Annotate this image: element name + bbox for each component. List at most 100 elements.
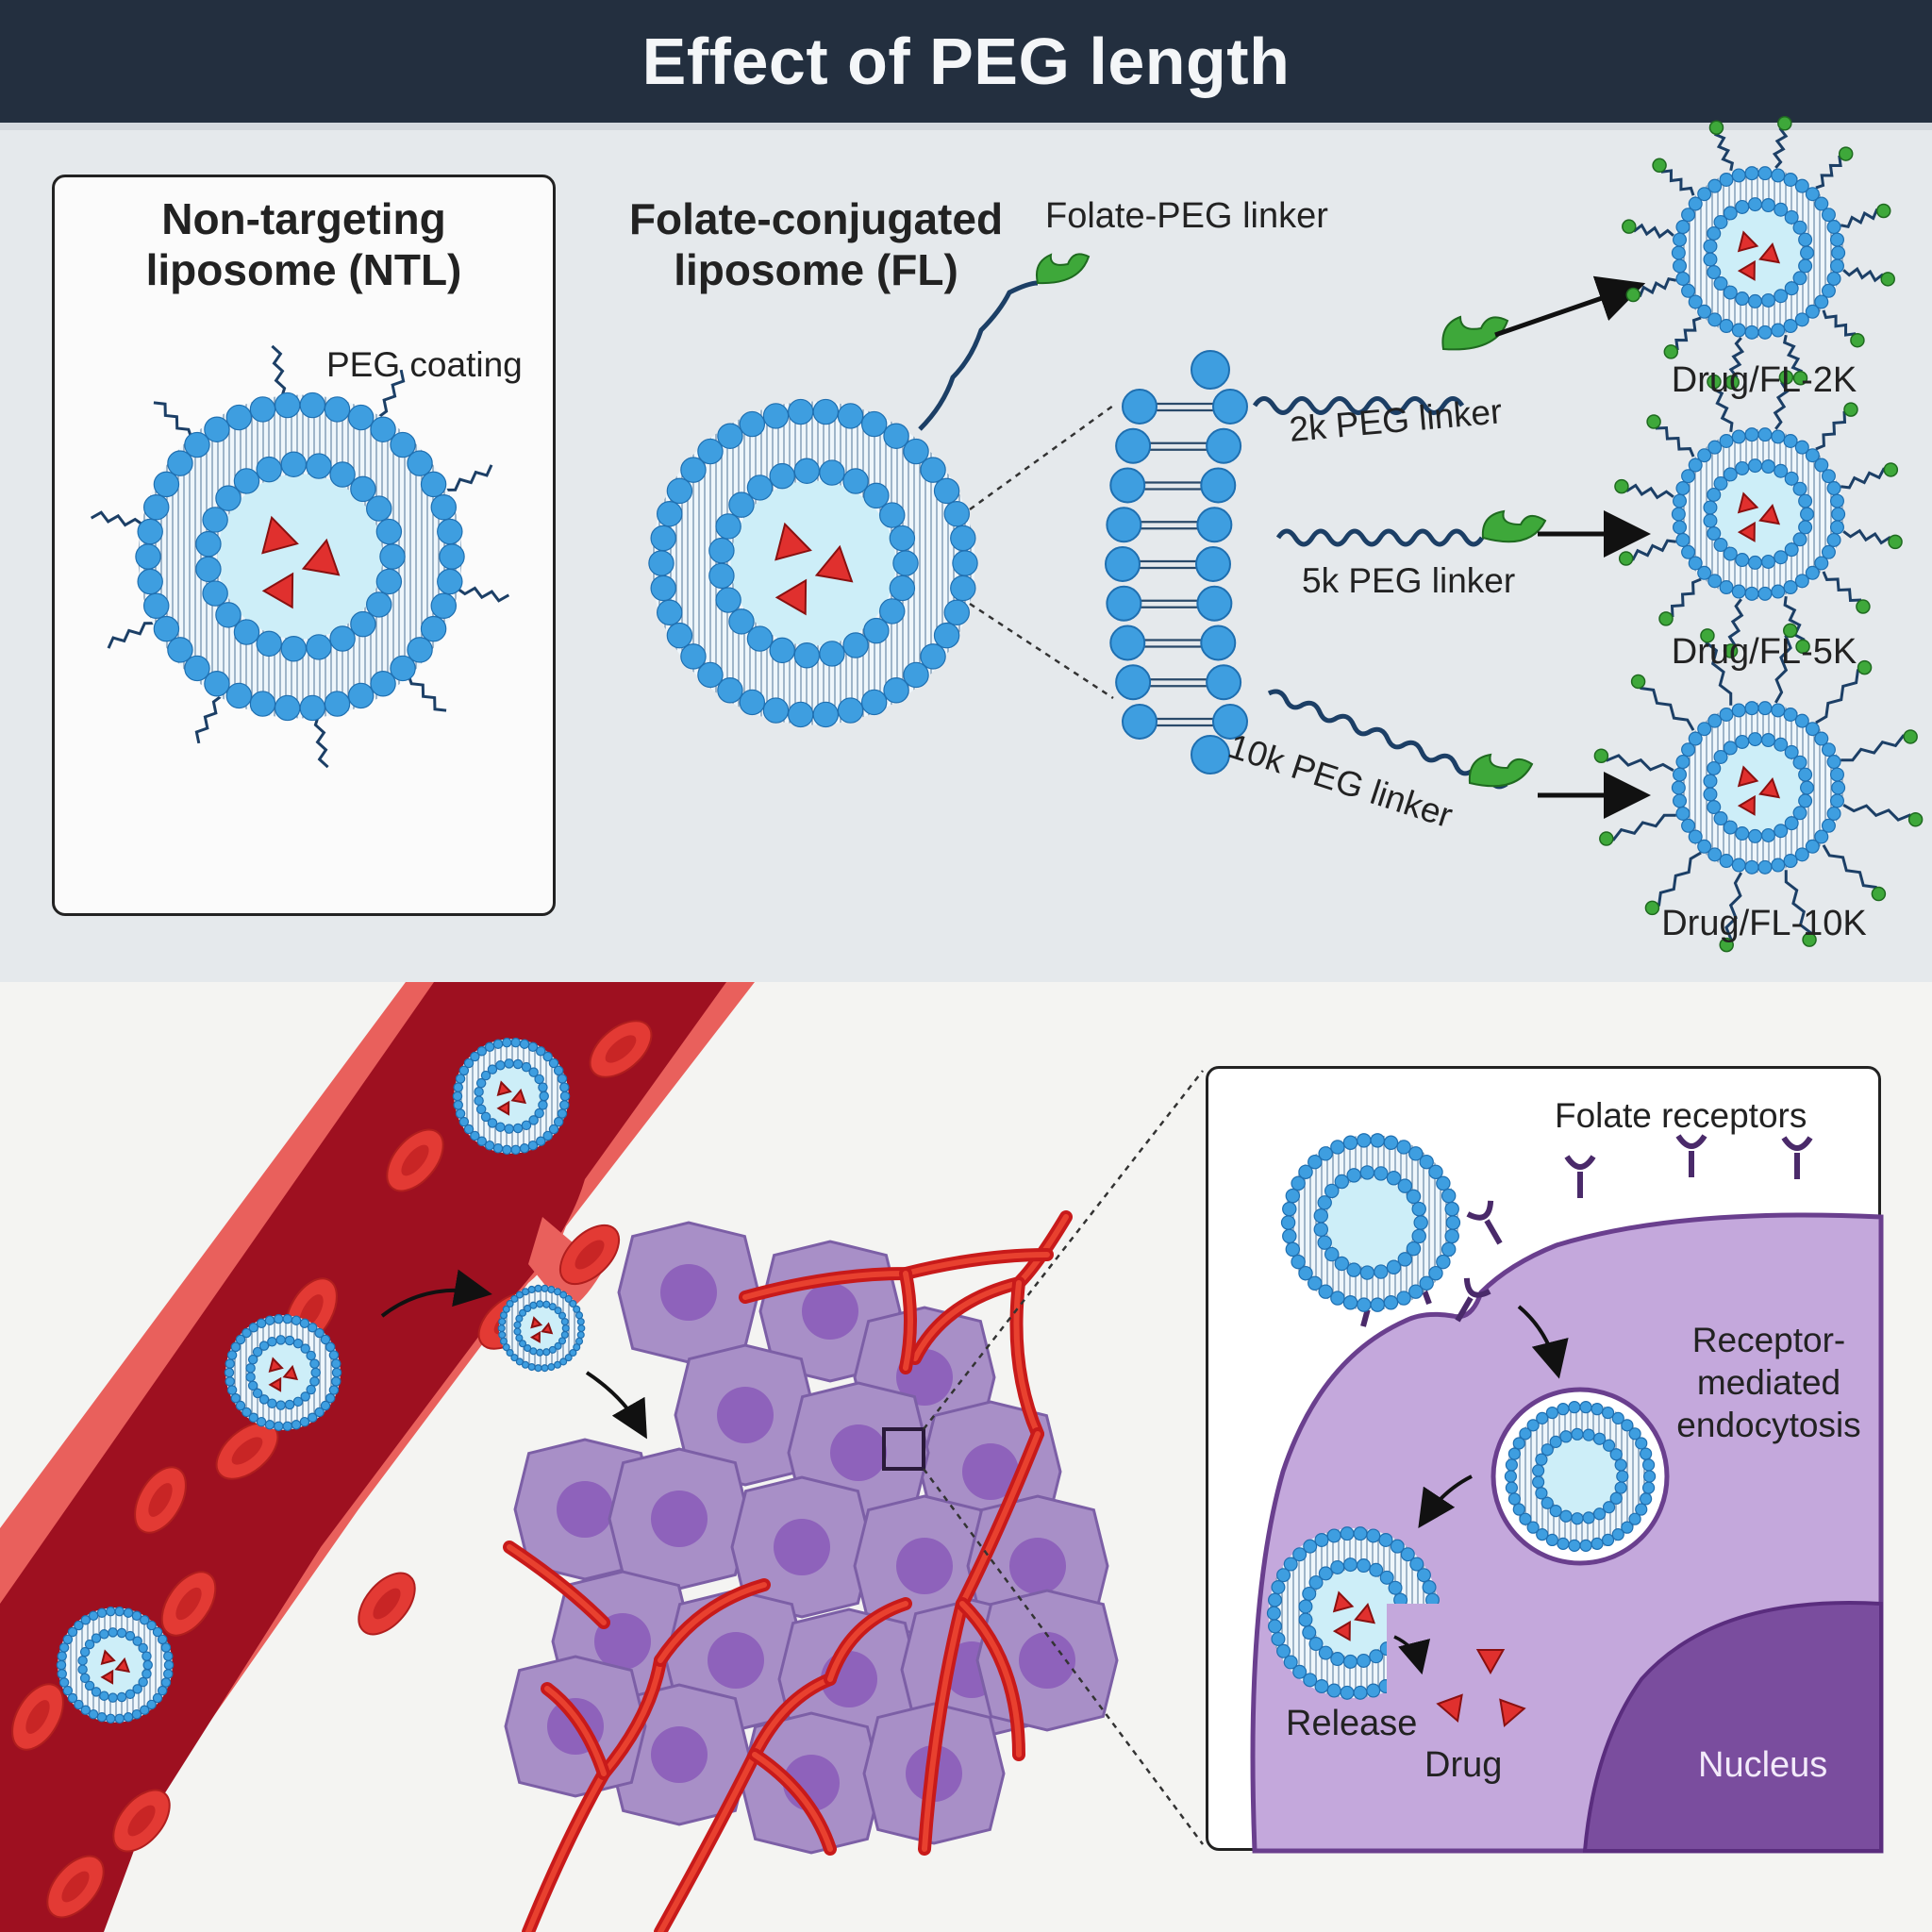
folate-ligand	[1856, 599, 1871, 614]
lipid-head	[889, 575, 916, 602]
lipid-head	[506, 1348, 514, 1357]
lipid-head	[1635, 1503, 1648, 1516]
lipid-head	[920, 643, 946, 670]
lipid-head	[1826, 806, 1841, 821]
lipid-head	[1774, 289, 1789, 304]
tumor-cell-nucleus	[1009, 1538, 1066, 1594]
lipid-head	[708, 562, 735, 590]
drug-triangle	[301, 538, 341, 576]
lipid-head	[1342, 1295, 1358, 1310]
lipid-head	[903, 438, 929, 465]
lipid-head	[1397, 1178, 1413, 1193]
drug-triangle	[774, 522, 812, 561]
lipid-head	[80, 1614, 92, 1625]
lipid-head	[1703, 774, 1718, 789]
lipid-head	[715, 513, 741, 540]
red-blood-cell-center	[175, 1587, 202, 1621]
lipid-head	[475, 1104, 487, 1115]
lipid-head	[1307, 1154, 1323, 1170]
lipid-head	[1760, 554, 1775, 569]
lipid-head	[1798, 493, 1813, 508]
lipid-head	[903, 661, 929, 689]
ntl-title: Non-targeting liposome (NTL)	[85, 193, 523, 295]
aqueous-core	[1715, 471, 1802, 558]
lipid-head	[137, 568, 163, 595]
lipid-head	[739, 410, 766, 438]
lipid-head	[1557, 1403, 1570, 1416]
folate-ligand	[1843, 402, 1858, 417]
lipid-head	[1602, 1439, 1616, 1452]
lipid-head	[573, 1343, 581, 1352]
lipid-head	[1713, 475, 1728, 491]
lipid-head	[1798, 793, 1813, 808]
lipid-head	[534, 1284, 542, 1292]
lipid-head	[1723, 741, 1738, 756]
lipid-head	[561, 1324, 570, 1333]
lipid-head	[125, 1689, 136, 1700]
lipid-head	[320, 1400, 331, 1411]
lipid-head	[557, 1074, 568, 1084]
lipid-head	[1292, 1547, 1307, 1562]
lipid-head	[1291, 1254, 1306, 1270]
lipid-head	[1406, 1241, 1422, 1257]
lipid-head	[1386, 1171, 1402, 1186]
folate-ligand	[1857, 659, 1873, 675]
red-blood-cell-center	[231, 1437, 263, 1465]
lipid-head	[1688, 458, 1703, 473]
lipid-head	[247, 1354, 258, 1365]
lipid-head	[542, 1348, 551, 1357]
lipid-head	[553, 1360, 562, 1369]
lipid-head	[1688, 731, 1703, 746]
lipid-head	[453, 1100, 463, 1110]
lipid-head	[1831, 245, 1846, 260]
lipid-head	[943, 500, 971, 527]
lipid-head	[1671, 780, 1686, 795]
lipid-head	[548, 1345, 557, 1354]
lipid-head	[1436, 1175, 1451, 1191]
lipid-head	[1681, 469, 1696, 484]
lipid-head	[350, 475, 376, 503]
peg-chain	[1773, 381, 1790, 430]
lipid-head	[1707, 265, 1722, 280]
peg-chain	[1772, 126, 1789, 169]
peg-chain	[1631, 539, 1676, 561]
lipid-head	[1298, 1164, 1313, 1180]
lipid-head	[152, 1692, 163, 1704]
lipid-head	[1747, 293, 1762, 308]
lipid-head	[1784, 209, 1799, 225]
lipid-head	[1326, 1683, 1341, 1698]
tumor-entry-arrow	[585, 1371, 647, 1440]
folate-ligand	[1783, 623, 1798, 639]
lipid-head	[184, 655, 210, 682]
lipid-head	[1783, 854, 1798, 869]
lipid-head	[274, 1313, 284, 1324]
lipid-head	[291, 1315, 302, 1325]
peg-chain	[1655, 425, 1695, 458]
folate-ligand	[1838, 146, 1854, 161]
lipid-head	[1814, 829, 1829, 844]
lipid-head	[1731, 703, 1746, 718]
lipid-head	[167, 450, 193, 476]
red-blood-cell-center	[401, 1144, 429, 1176]
lipid-head	[1805, 565, 1820, 580]
folate-ligand	[1903, 729, 1918, 744]
folate-receptor	[1466, 1200, 1503, 1245]
lipid-head	[1675, 755, 1690, 770]
lipid-head	[1196, 507, 1233, 543]
lipid-head	[559, 1082, 570, 1092]
lipid-head	[1115, 427, 1152, 464]
lipid-head	[331, 1367, 342, 1378]
lipid-head	[1276, 1643, 1291, 1658]
lipid-head	[1774, 463, 1789, 478]
lipid-head	[309, 1376, 320, 1387]
lipid-head	[1593, 1432, 1607, 1445]
lipid-head	[564, 1294, 573, 1303]
drug-label: Drug	[1424, 1745, 1503, 1785]
lipid-head	[1334, 1256, 1350, 1272]
lipid-head	[1526, 1521, 1540, 1534]
lipid-head	[1707, 526, 1722, 541]
lipid-head	[1370, 1133, 1385, 1148]
peg-chain	[1660, 169, 1695, 196]
lipid-head	[226, 1350, 238, 1360]
lipid-head	[499, 1311, 508, 1320]
